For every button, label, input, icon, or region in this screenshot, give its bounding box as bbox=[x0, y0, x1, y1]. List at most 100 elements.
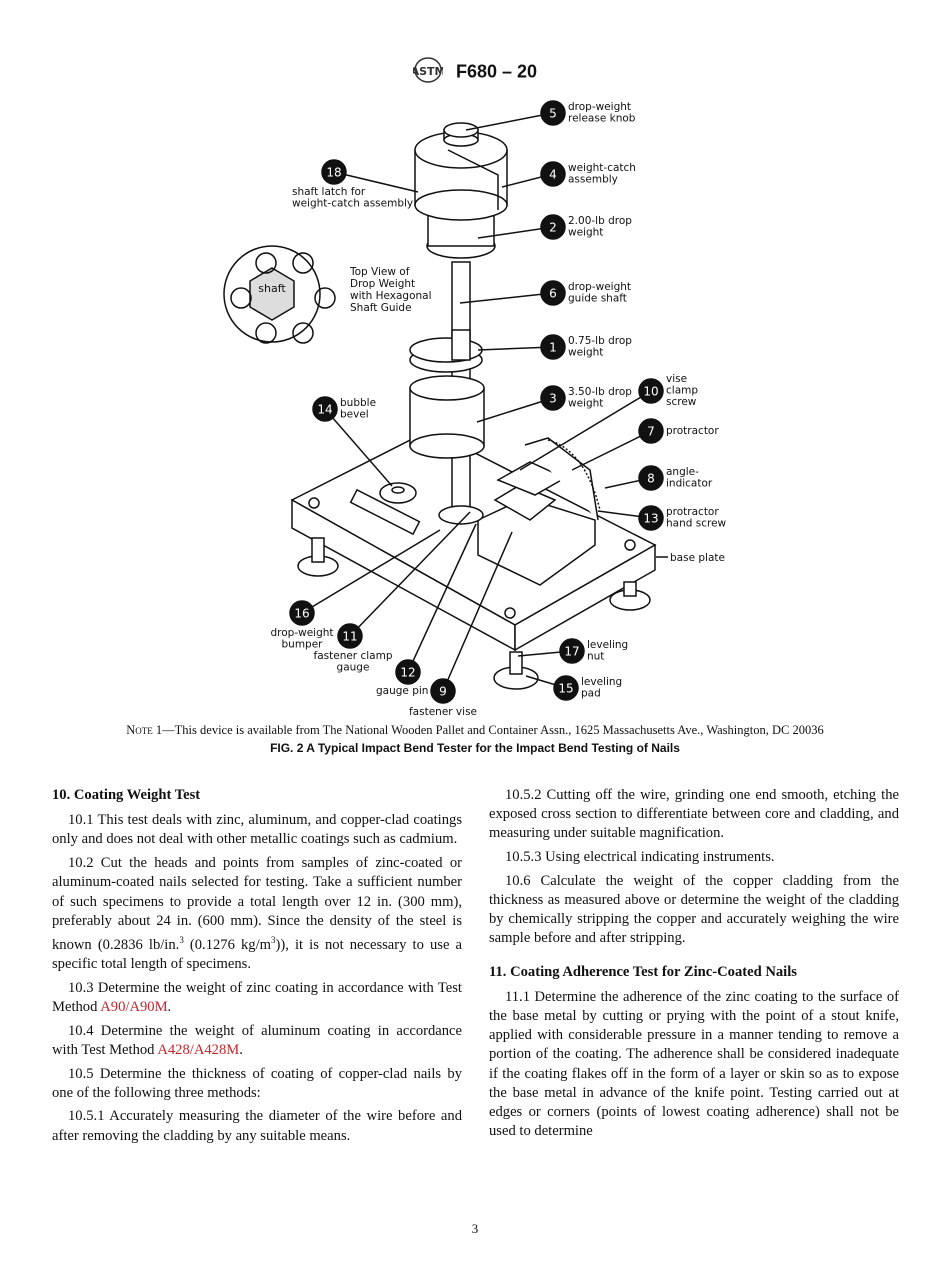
section-11-heading: 11. Coating Adherence Test for Zinc-Coat… bbox=[489, 963, 797, 980]
callout-label: fastener vise bbox=[409, 706, 477, 718]
callout-label: pad bbox=[581, 688, 601, 700]
callout-number: 16 bbox=[294, 607, 309, 621]
callout-number: 1 bbox=[549, 341, 557, 355]
callout-label: protractor bbox=[666, 425, 719, 437]
callout-label: weight bbox=[568, 398, 603, 410]
callout-label: drop-weight bbox=[568, 281, 631, 293]
callout-number-badge bbox=[395, 659, 421, 685]
callout-number-badge bbox=[553, 675, 579, 701]
callout-number: 18 bbox=[326, 166, 341, 180]
callout-label: weight-catch assembly bbox=[292, 198, 413, 210]
leader-line bbox=[519, 390, 652, 471]
callout-number-badge bbox=[638, 378, 664, 404]
para-10-1: 10.1 This test deals with zinc, aluminum… bbox=[52, 812, 462, 848]
para-11-1: 11.1 Determine the adherence of the zinc… bbox=[489, 988, 899, 1140]
callout-number: 7 bbox=[647, 425, 655, 439]
callout-label: weight bbox=[568, 227, 603, 239]
right-column: 10.5.2 Cutting off the wire, grinding on… bbox=[489, 786, 899, 1146]
callout-label: angle- bbox=[666, 466, 699, 478]
link-a428[interactable]: A428/A428M bbox=[157, 1041, 240, 1058]
top-view-drawing: shaft bbox=[223, 245, 336, 344]
callout-7: 7 protractor bbox=[571, 418, 719, 471]
vise-drawing bbox=[477, 437, 601, 586]
callout-label: gauge bbox=[337, 662, 370, 674]
leader-line bbox=[301, 529, 441, 614]
callout-label: shaft latch for bbox=[292, 186, 366, 198]
callout-number: 3 bbox=[549, 392, 557, 406]
base-plate-drawing bbox=[290, 429, 657, 690]
svg-text:Shaft Guide: Shaft Guide bbox=[350, 302, 412, 314]
base-plate-label: base plate bbox=[670, 552, 725, 564]
leader-line bbox=[459, 292, 554, 304]
callout-label: release knob bbox=[568, 113, 636, 125]
callout-number-badge bbox=[312, 396, 338, 422]
callout-label: 3.50-lb drop bbox=[568, 386, 632, 398]
callout-label: vise bbox=[666, 373, 687, 385]
leader-line bbox=[571, 430, 652, 471]
leader-line bbox=[465, 112, 554, 131]
callout-number-badge bbox=[540, 280, 566, 306]
left-column: 10. Coating Weight Test 10.1 This test d… bbox=[52, 786, 462, 1150]
callout-label: screw bbox=[666, 396, 697, 408]
leader-line bbox=[324, 408, 393, 487]
para-10-3: 10.3 Determine the weight of zinc coatin… bbox=[52, 979, 462, 1015]
leader-line bbox=[407, 523, 477, 673]
para-10-4: 10.4 Determine the weight of aluminum co… bbox=[52, 1022, 462, 1058]
callout-label: indicator bbox=[666, 478, 713, 490]
callout-number: 15 bbox=[558, 682, 573, 696]
leader-line bbox=[476, 397, 554, 423]
svg-text:Drop Weight: Drop Weight bbox=[350, 278, 415, 290]
leader-line bbox=[349, 511, 471, 637]
callout-number-badge bbox=[321, 159, 347, 185]
leader-line bbox=[442, 531, 513, 692]
para-10-5-2: 10.5.2 Cutting off the wire, grinding on… bbox=[489, 787, 899, 842]
svg-text:with Hexagonal: with Hexagonal bbox=[350, 290, 432, 302]
callout-number: 11 bbox=[342, 630, 357, 644]
callout-label: 2.00-lb drop bbox=[568, 215, 632, 227]
section-10-heading: 10. Coating Weight Test bbox=[52, 787, 201, 803]
svg-text:ASTM: ASTM bbox=[413, 65, 443, 78]
link-a90[interactable]: A90/A90M bbox=[100, 998, 168, 1015]
callout-number: 6 bbox=[549, 287, 557, 301]
callout-number: 8 bbox=[647, 472, 655, 486]
callout-number-badge bbox=[540, 214, 566, 240]
callout-number-badge bbox=[540, 334, 566, 360]
callout-number: 13 bbox=[643, 512, 658, 526]
callout-number-badge bbox=[638, 505, 664, 531]
callout-number: 4 bbox=[549, 168, 557, 182]
callout-number: 2 bbox=[549, 221, 557, 235]
shaft-label: shaft bbox=[258, 282, 286, 295]
astm-logo: ASTM bbox=[411, 56, 445, 89]
para-10-5-3: 10.5.3 Using electrical indicating instr… bbox=[505, 849, 775, 866]
callout-label: weight-catch bbox=[568, 162, 636, 174]
callout-number: 17 bbox=[564, 645, 579, 659]
callout-label: assembly bbox=[568, 174, 618, 186]
callout-number-badge bbox=[540, 161, 566, 187]
callout-label: bumper bbox=[282, 639, 324, 651]
figure-caption: FIG. 2 A Typical Impact Bend Tester for … bbox=[270, 741, 680, 755]
para-10-5-1: 10.5.1 Accurately measuring the diameter… bbox=[52, 1108, 462, 1144]
leader-line bbox=[333, 171, 419, 193]
figure-note: Note 1—This device is available from The… bbox=[126, 723, 824, 737]
para-10-2: 10.2 Cut the heads and points from sampl… bbox=[52, 855, 462, 972]
standard-designation: F680 – 20 bbox=[455, 61, 538, 82]
top-view-label: Top View of Drop Weight with Hexagonal S… bbox=[349, 266, 432, 314]
callout-label: protractor bbox=[666, 506, 719, 518]
callout-label: nut bbox=[587, 651, 604, 663]
para-10-6: 10.6 Calculate the weight of the copper … bbox=[489, 872, 899, 947]
callout-label: 0.75-lb drop bbox=[568, 335, 632, 347]
